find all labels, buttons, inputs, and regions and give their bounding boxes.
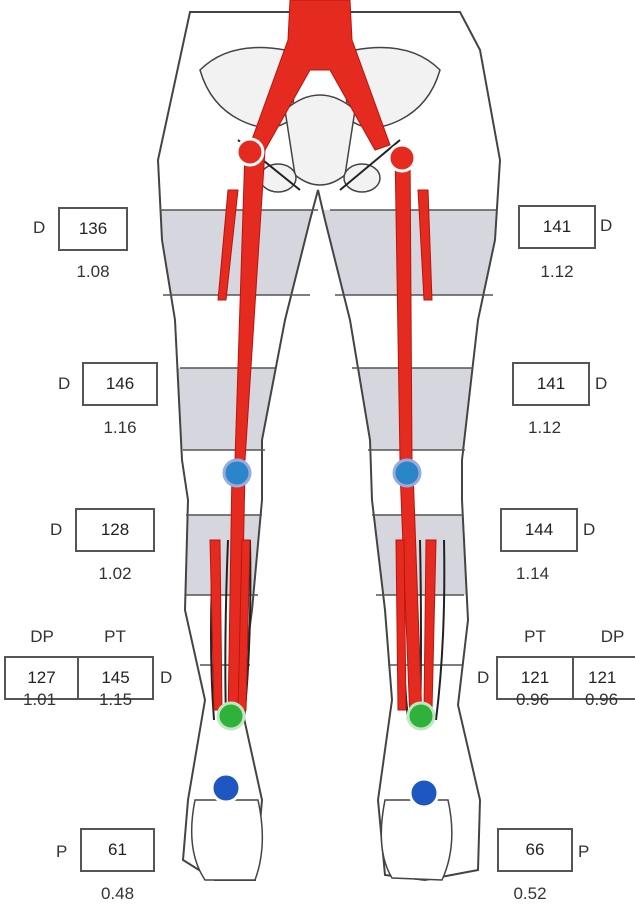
l-calf-index: 1.14 — [505, 564, 560, 584]
l-ankle-pt-index: 0.96 — [505, 690, 560, 710]
r-ankle-wave: D — [160, 668, 172, 688]
right-ankle-marker — [218, 703, 244, 729]
r-high-thigh-wave: D — [33, 218, 45, 238]
r-toe-index: 0.48 — [80, 884, 155, 904]
r-high-thigh-pressure: 136 — [58, 207, 128, 251]
right-femoral-marker — [237, 139, 263, 165]
left-ankle-marker — [408, 703, 434, 729]
r-calf-index: 1.02 — [75, 564, 155, 584]
l-calf-pressure: 144 — [500, 508, 578, 552]
right-popliteal-marker — [224, 460, 250, 486]
feet — [192, 800, 452, 880]
l-high-thigh-wave: D — [600, 216, 612, 236]
l-calf-wave: D — [583, 520, 595, 540]
r-high-thigh-index: 1.08 — [58, 262, 128, 282]
l-ankle-wave: D — [477, 668, 489, 688]
l-high-thigh-index: 1.12 — [518, 262, 596, 282]
left-foot-marker — [410, 779, 438, 807]
l-toe-pressure: 66 — [497, 828, 573, 872]
l-toe-index: 0.52 — [500, 884, 560, 904]
l-ankle-dp-index: 0.96 — [585, 690, 635, 710]
l-ankle-pt-label: PT — [515, 627, 555, 647]
r-ankle-pt-label: PT — [95, 627, 135, 647]
r-calf-wave: D — [50, 520, 62, 540]
r-ankle-dp-index: 1.01 — [12, 690, 67, 710]
l-toe-wave: P — [578, 842, 589, 862]
right-foot-marker — [212, 774, 240, 802]
l-low-thigh-pressure: 141 — [512, 362, 590, 406]
left-popliteal-marker — [394, 460, 420, 486]
r-toe-pressure: 61 — [80, 828, 155, 872]
l-high-thigh-pressure: 141 — [518, 205, 596, 249]
r-low-thigh-index: 1.16 — [82, 418, 158, 438]
l-ankle-dp-label: DP — [590, 627, 635, 647]
left-femoral-marker — [389, 145, 415, 171]
r-calf-pressure: 128 — [75, 508, 155, 552]
r-ankle-pt-index: 1.15 — [88, 690, 143, 710]
l-low-thigh-index: 1.12 — [512, 418, 577, 438]
l-low-thigh-wave: D — [595, 374, 607, 394]
r-low-thigh-pressure: 146 — [82, 362, 158, 406]
r-low-thigh-wave: D — [58, 374, 70, 394]
r-ankle-dp-label: DP — [22, 627, 62, 647]
r-toe-wave: P — [56, 842, 67, 862]
